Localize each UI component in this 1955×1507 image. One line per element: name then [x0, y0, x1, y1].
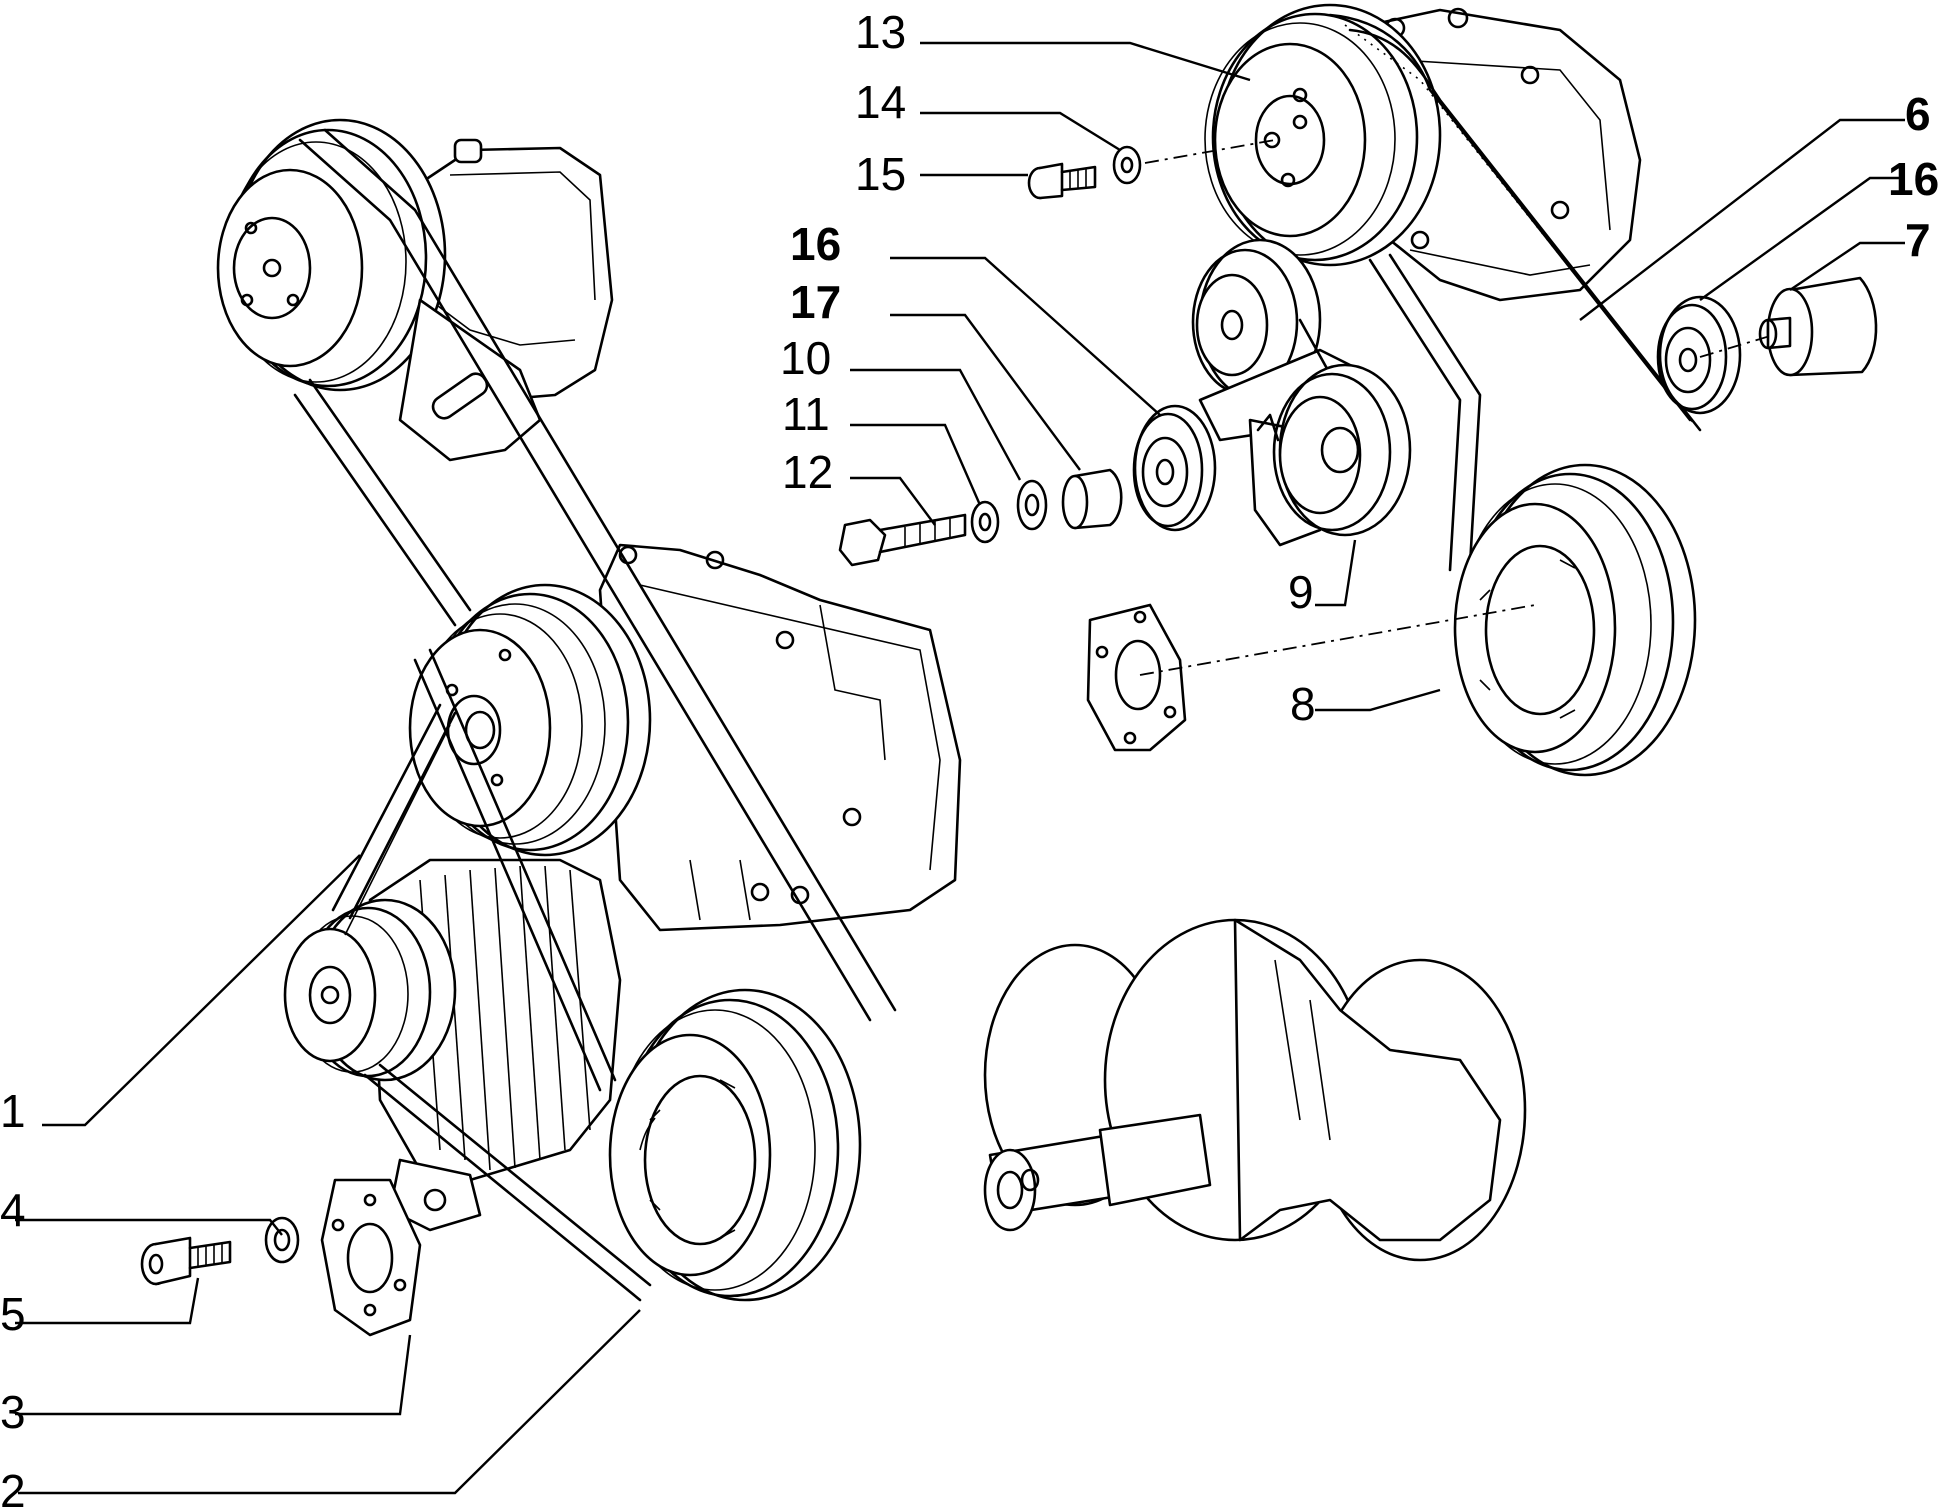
washer-10 [1016, 479, 1048, 531]
left-assembly [140, 118, 962, 1337]
callout-13: 13 [855, 6, 906, 58]
tensioner [1248, 363, 1412, 547]
central-housing [598, 543, 962, 932]
screw-15 [1027, 162, 1097, 200]
washer-left [264, 1216, 300, 1264]
callout-10: 10 [780, 332, 831, 384]
callout-3: 3 [0, 1386, 26, 1438]
bolt-left [140, 1236, 232, 1286]
callout-4: 4 [0, 1184, 26, 1236]
callout-11: 11 [782, 388, 830, 440]
water-pump-pulley [216, 118, 447, 392]
hub-plate-left [320, 1178, 422, 1337]
callout-7: 7 [1905, 214, 1931, 266]
crankshaft-pulley-right [1453, 463, 1697, 777]
crankshaft-pulley-left [608, 988, 862, 1302]
axis-line-7 [1699, 335, 1771, 358]
crankshaft [983, 918, 1527, 1262]
callout-8: 8 [1290, 678, 1316, 730]
callout-16-left: 16 [790, 218, 841, 270]
callout-14: 14 [855, 76, 906, 128]
top-pulley-right [1204, 3, 1442, 267]
callout-5: 5 [0, 1288, 26, 1340]
washer-14 [1112, 145, 1142, 185]
alternator-belt [331, 703, 652, 1302]
hub-plate-right [1086, 603, 1187, 752]
callout-17: 17 [790, 276, 841, 328]
washer-11 [970, 500, 1000, 544]
callout-16-right: 16 [1888, 153, 1939, 205]
axis-line-14 [1144, 139, 1276, 164]
bolt-12 [838, 513, 967, 567]
right-assembly [838, 3, 1878, 777]
callout-1: 1 [0, 1085, 26, 1137]
callout-labels: 1 2 3 4 5 6 7 8 9 10 11 12 13 14 15 16 1… [0, 6, 1939, 1507]
callout-15: 15 [855, 148, 906, 200]
callout-6: 6 [1905, 88, 1931, 140]
bushing [1758, 276, 1878, 377]
alternator-pulley [283, 898, 457, 1082]
idler-roller-right [1656, 295, 1742, 415]
callout-2: 2 [0, 1465, 26, 1507]
spacer [1061, 468, 1123, 530]
axis-line-8 [1139, 604, 1536, 676]
ribbed-belt-right [1298, 13, 1702, 572]
callout-12: 12 [782, 446, 833, 498]
leader-lines [15, 41, 1905, 1495]
callout-9: 9 [1288, 566, 1314, 618]
idler-roller-mid [1132, 404, 1217, 532]
centre-pulley [408, 583, 652, 857]
